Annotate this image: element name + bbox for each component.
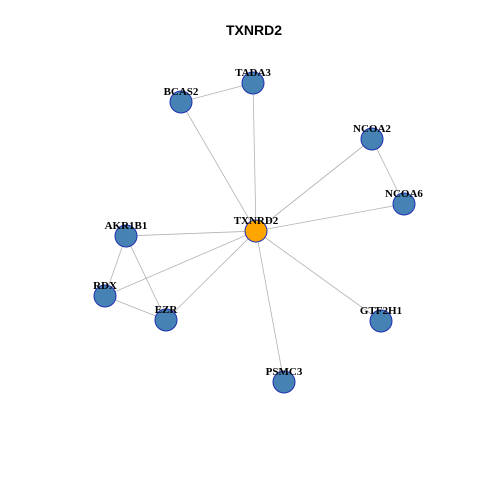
node-label: RDX	[93, 280, 117, 292]
node-circle[interactable]	[93, 284, 117, 308]
node-circle[interactable]	[114, 224, 138, 248]
node-ezr[interactable]: EZR	[154, 304, 179, 332]
node-circle[interactable]	[169, 90, 193, 114]
node-psmc3[interactable]: PSMC3	[266, 366, 303, 394]
edge-txnrd2-bcas2	[180, 101, 257, 232]
node-gtf2h1[interactable]: GTF2H1	[360, 305, 402, 333]
node-circle[interactable]	[360, 127, 384, 151]
edge-tada3-bcas2	[180, 82, 254, 103]
node-circle[interactable]	[369, 309, 393, 333]
node-bcas2[interactable]: BCAS2	[164, 86, 199, 114]
edge-txnrd2-rdx	[104, 230, 257, 297]
node-label: NCOA6	[385, 188, 423, 200]
edge-txnrd2-ncoa2	[255, 138, 373, 232]
node-txnrd2[interactable]: TXNRD2	[234, 215, 279, 243]
node-rdx[interactable]: RDX	[93, 280, 117, 308]
node-circle[interactable]	[272, 370, 296, 394]
node-label: TADA3	[235, 67, 271, 79]
node-label: GTF2H1	[360, 305, 402, 317]
edge-txnrd2-ncoa6	[255, 203, 405, 232]
node-label: PSMC3	[266, 366, 303, 378]
node-label: BCAS2	[164, 86, 199, 98]
node-label: TXNRD2	[234, 215, 279, 227]
edge-akr1b1-ezr	[125, 235, 167, 321]
node-circle[interactable]	[244, 219, 268, 243]
edge-txnrd2-akr1b1	[125, 230, 257, 237]
node-akr1b1[interactable]: AKR1B1	[105, 220, 148, 248]
node-circle[interactable]	[241, 71, 265, 95]
node-label: AKR1B1	[105, 220, 148, 232]
edge-txnrd2-ezr	[165, 230, 257, 321]
node-label: EZR	[155, 304, 179, 316]
diagram-title: TXNRD2	[226, 22, 282, 38]
node-circle[interactable]	[392, 192, 416, 216]
node-ncoa6[interactable]: NCOA6	[385, 188, 423, 216]
node-label: NCOA2	[353, 123, 391, 135]
node-tada3[interactable]: TADA3	[235, 67, 271, 95]
edge-ncoa2-ncoa6	[371, 138, 405, 205]
node-circle[interactable]	[154, 308, 178, 332]
node-ncoa2[interactable]: NCOA2	[353, 123, 391, 151]
edge-txnrd2-gtf2h1	[255, 230, 382, 322]
edge-txnrd2-tada3	[252, 82, 257, 232]
edge-txnrd2-psmc3	[255, 230, 285, 383]
